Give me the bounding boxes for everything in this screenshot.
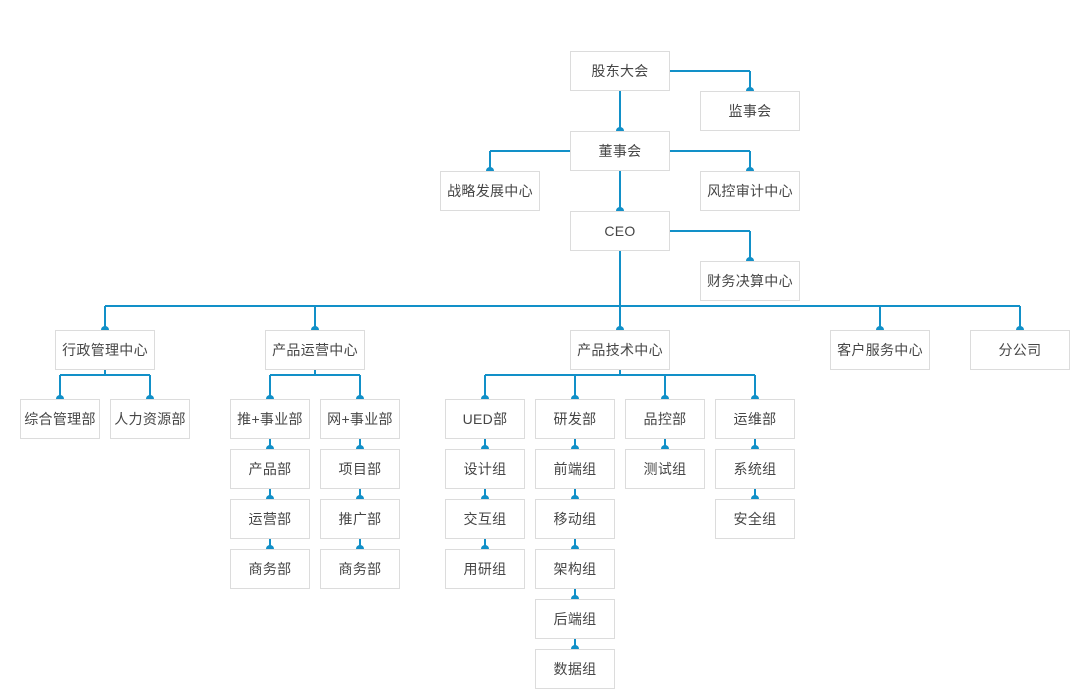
org-node-promotion-dept[interactable]: 推广部 xyxy=(320,499,400,539)
org-node-label: 股东大会 xyxy=(591,62,649,79)
org-node-label: 人力资源部 xyxy=(114,410,186,427)
org-node-label: 监事会 xyxy=(728,102,772,119)
org-node-branch[interactable]: 分公司 xyxy=(970,330,1070,370)
org-node-label: 综合管理部 xyxy=(24,410,96,427)
org-node-prodops[interactable]: 产品运营中心 xyxy=(265,330,365,370)
org-node-hr[interactable]: 人力资源部 xyxy=(110,399,190,439)
org-node-business-dept-2[interactable]: 商务部 xyxy=(320,549,400,589)
org-node-label: 战略发展中心 xyxy=(447,182,533,199)
org-node-label: 风控审计中心 xyxy=(707,182,793,199)
org-node-label: 推+事业部 xyxy=(237,410,303,427)
org-node-label: 项目部 xyxy=(338,460,382,477)
org-node-finance[interactable]: 财务决算中心 xyxy=(700,261,800,301)
org-node-research-group[interactable]: 用研组 xyxy=(445,549,525,589)
org-node-label: 数据组 xyxy=(553,660,597,677)
org-node-tui-bu[interactable]: 推+事业部 xyxy=(230,399,310,439)
org-node-label: 移动组 xyxy=(553,510,597,527)
org-node-design-group[interactable]: 设计组 xyxy=(445,449,525,489)
org-node-backend-group[interactable]: 后端组 xyxy=(535,599,615,639)
org-node-test-group[interactable]: 测试组 xyxy=(625,449,705,489)
org-node-qa[interactable]: 品控部 xyxy=(625,399,705,439)
org-node-ued[interactable]: UED部 xyxy=(445,399,525,439)
org-node-label: 客户服务中心 xyxy=(837,341,923,358)
org-node-wang-bu[interactable]: 网+事业部 xyxy=(320,399,400,439)
org-node-project-dept[interactable]: 项目部 xyxy=(320,449,400,489)
org-node-service[interactable]: 客户服务中心 xyxy=(830,330,930,370)
org-node-board[interactable]: 董事会 xyxy=(570,131,670,171)
org-node-security-group[interactable]: 安全组 xyxy=(715,499,795,539)
org-node-label: UED部 xyxy=(462,410,508,427)
org-node-prodtech[interactable]: 产品技术中心 xyxy=(570,330,670,370)
org-node-ops[interactable]: 运维部 xyxy=(715,399,795,439)
org-node-data-group[interactable]: 数据组 xyxy=(535,649,615,689)
org-node-label: 财务决算中心 xyxy=(707,272,793,289)
org-node-product-dept[interactable]: 产品部 xyxy=(230,449,310,489)
org-node-admin[interactable]: 行政管理中心 xyxy=(55,330,155,370)
org-node-supervisors[interactable]: 监事会 xyxy=(700,91,800,131)
org-node-general-mgmt[interactable]: 综合管理部 xyxy=(20,399,100,439)
org-node-label: 产品技术中心 xyxy=(577,341,663,358)
org-node-business-dept-1[interactable]: 商务部 xyxy=(230,549,310,589)
org-node-label: 运维部 xyxy=(733,410,777,427)
org-node-strategy[interactable]: 战略发展中心 xyxy=(440,171,540,211)
org-node-interaction-group[interactable]: 交互组 xyxy=(445,499,525,539)
org-node-label: CEO xyxy=(604,222,636,239)
org-node-rd[interactable]: 研发部 xyxy=(535,399,615,439)
org-node-label: 交互组 xyxy=(463,510,507,527)
org-node-shareholders[interactable]: 股东大会 xyxy=(570,51,670,91)
org-node-riskaudit[interactable]: 风控审计中心 xyxy=(700,171,800,211)
org-node-label: 研发部 xyxy=(553,410,597,427)
org-node-label: 董事会 xyxy=(598,142,642,159)
org-node-label: 行政管理中心 xyxy=(62,341,148,358)
org-node-label: 商务部 xyxy=(338,560,382,577)
org-node-label: 测试组 xyxy=(643,460,687,477)
org-node-label: 商务部 xyxy=(248,560,292,577)
org-node-architecture-group[interactable]: 架构组 xyxy=(535,549,615,589)
org-node-label: 推广部 xyxy=(338,510,382,527)
org-node-label: 系统组 xyxy=(733,460,777,477)
org-node-label: 产品部 xyxy=(248,460,292,477)
org-node-label: 产品运营中心 xyxy=(272,341,358,358)
org-node-ceo[interactable]: CEO xyxy=(570,211,670,251)
org-node-label: 前端组 xyxy=(553,460,597,477)
org-node-label: 网+事业部 xyxy=(327,410,393,427)
org-node-mobile-group[interactable]: 移动组 xyxy=(535,499,615,539)
org-node-label: 安全组 xyxy=(733,510,777,527)
org-node-label: 后端组 xyxy=(553,610,597,627)
org-node-frontend-group[interactable]: 前端组 xyxy=(535,449,615,489)
org-node-label: 分公司 xyxy=(998,341,1042,358)
org-node-label: 架构组 xyxy=(553,560,597,577)
org-node-label: 品控部 xyxy=(643,410,687,427)
org-node-label: 用研组 xyxy=(463,560,507,577)
org-node-label: 设计组 xyxy=(463,460,507,477)
org-node-operation-dept[interactable]: 运营部 xyxy=(230,499,310,539)
org-node-system-group[interactable]: 系统组 xyxy=(715,449,795,489)
org-node-label: 运营部 xyxy=(248,510,292,527)
